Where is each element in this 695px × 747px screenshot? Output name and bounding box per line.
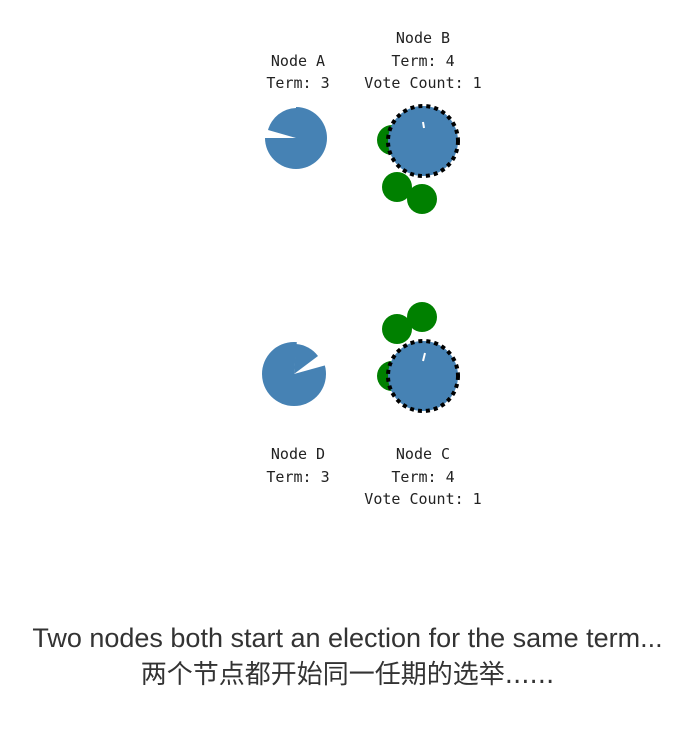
node-c-vote-count: Vote Count: 1 [364, 490, 481, 508]
node-b-name: Node B [396, 29, 450, 47]
node-a: Node A Term: 3 [260, 52, 330, 169]
node-c-timeout-hand [422, 352, 426, 362]
node-b-timeout-hand [422, 121, 425, 129]
node-c-name: Node C [396, 445, 450, 463]
node-b-term: Term: 4 [391, 52, 454, 70]
node-d-name: Node D [271, 445, 325, 463]
node-c-circle [388, 341, 458, 411]
caption-chinese: 两个节点都开始同一任期的选举...... [140, 660, 555, 690]
vote-request-message [382, 172, 412, 202]
node-a-term: Term: 3 [266, 74, 329, 92]
node-a-name: Node A [271, 52, 325, 70]
node-b: Node B Term: 4 Vote Count: 1 [364, 29, 482, 214]
node-d-term: Term: 3 [266, 468, 329, 486]
vote-request-message [407, 184, 437, 214]
node-b-circle [388, 106, 458, 176]
node-b-vote-count: Vote Count: 1 [364, 74, 481, 92]
node-d-timeout-wedge [294, 344, 318, 374]
node-c-candidate-ring [386, 339, 460, 413]
caption-english: Two nodes both start an election for the… [32, 623, 663, 653]
vote-request-message [407, 302, 437, 332]
node-a-timeout-wedge [268, 108, 296, 138]
node-c: Node C Term: 4 Vote Count: 1 [364, 302, 482, 508]
cluster-diagram: Node A Term: 3 Node B Term: 4 Vote Count… [260, 29, 482, 508]
node-d: Node D Term: 3 [262, 339, 330, 486]
node-b-candidate-ring [386, 104, 460, 178]
caption: Two nodes both start an election for the… [20, 622, 675, 692]
vote-request-message [382, 314, 412, 344]
node-c-term: Term: 4 [391, 468, 454, 486]
